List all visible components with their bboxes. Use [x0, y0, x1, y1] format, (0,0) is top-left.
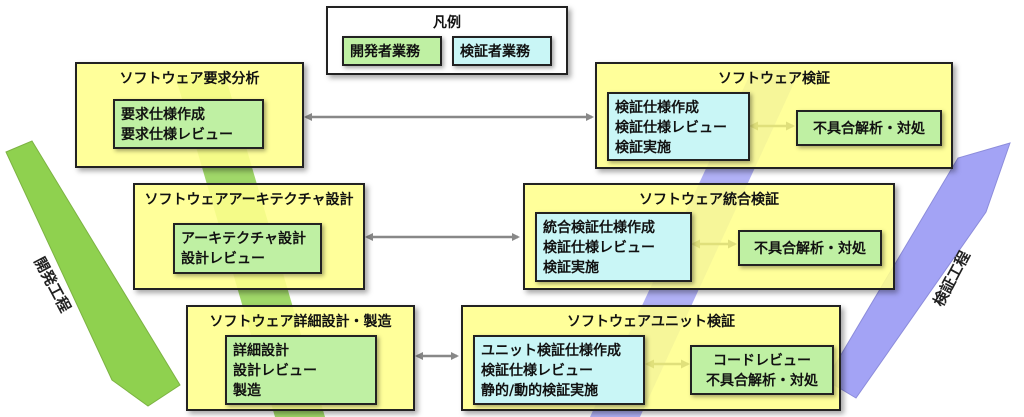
- stage-architecture-title: ソフトウェアアーキテクチャ設計: [144, 192, 354, 208]
- stage-unit-verification: ソフトウェアユニット検証 ユニット検証仕様作成 検証仕様レビュー 静的/動的検証…: [461, 305, 841, 411]
- code-review-label: コードレビュー: [713, 353, 811, 369]
- unit-defect: コードレビュー 不具合解析・対処: [690, 345, 834, 395]
- defect-label: 不具合解析・対処: [706, 373, 818, 389]
- stage-detailed-design-title: ソフトウェア詳細設計・製造: [209, 314, 392, 330]
- task-item: 検証仕様レビュー: [615, 120, 727, 136]
- legend: 凡例 開発者業務 検証者業務: [326, 6, 568, 75]
- task-item: 静的/動的検証実施: [481, 383, 599, 399]
- detailed-design-tasks: 詳細設計 設計レビュー 製造: [225, 335, 377, 405]
- stage-architecture: ソフトウェアアーキテクチャ設計 アーキテクチャ設計 設計レビュー: [133, 183, 365, 290]
- stage-integration-verification: ソフトウェア統合検証 統合検証仕様作成 検証仕様レビュー 検証実施 不具合解析・…: [523, 183, 895, 290]
- task-item: 統合検証仕様作成: [543, 220, 655, 236]
- stage-requirements: ソフトウェア要求分析 要求仕様作成 要求仕様レビュー: [75, 62, 304, 168]
- task-item: 検証実施: [543, 260, 599, 276]
- stage-detailed-design: ソフトウェア詳細設計・製造 詳細設計 設計レビュー 製造: [186, 305, 415, 411]
- task-item: 検証実施: [615, 140, 671, 156]
- requirements-tasks: 要求仕様作成 要求仕様レビュー: [113, 99, 264, 149]
- task-item: 要求仕様作成: [121, 107, 205, 123]
- integration-defect: 不具合解析・対処: [738, 230, 882, 266]
- legend-ver-label: 検証者業務: [460, 44, 530, 60]
- integration-tasks: 統合検証仕様作成 検証仕様レビュー 検証実施: [535, 212, 692, 282]
- legend-dev-item: 開発者業務: [342, 36, 442, 66]
- stage-sw-verification: ソフトウェア検証 検証仕様作成 検証仕様レビュー 検証実施 不具合解析・対処: [595, 62, 953, 169]
- unit-tasks: ユニット検証仕様作成 検証仕様レビュー 静的/動的検証実施: [473, 335, 645, 405]
- legend-ver-item: 検証者業務: [452, 36, 552, 66]
- task-item: 設計レビュー: [181, 251, 265, 267]
- task-item: 設計レビュー: [233, 363, 317, 379]
- architecture-tasks: アーキテクチャ設計 設計レビュー: [173, 223, 322, 274]
- dev-process-arrow: [5, 140, 181, 407]
- task-item: 検証仕様レビュー: [543, 240, 655, 256]
- ver-process-arrow: [825, 142, 1011, 399]
- task-item: 詳細設計: [233, 343, 289, 359]
- stage-integration-title: ソフトウェア統合検証: [639, 192, 779, 208]
- legend-dev-label: 開発者業務: [350, 44, 420, 60]
- defect-label: 不具合解析・対処: [754, 241, 866, 257]
- task-item: 検証仕様作成: [615, 100, 699, 116]
- task-item: アーキテクチャ設計: [181, 231, 307, 247]
- task-item: ユニット検証仕様作成: [481, 343, 621, 359]
- defect-label: 不具合解析・対処: [813, 121, 925, 137]
- sw-verification-defect: 不具合解析・対処: [796, 110, 942, 146]
- task-item: 検証仕様レビュー: [481, 363, 593, 379]
- legend-title: 凡例: [433, 15, 461, 31]
- task-item: 製造: [233, 383, 261, 399]
- sw-verification-tasks: 検証仕様作成 検証仕様レビュー 検証実施: [607, 92, 750, 161]
- stage-requirements-title: ソフトウェア要求分析: [119, 71, 260, 87]
- task-item: 要求仕様レビュー: [121, 127, 233, 143]
- stage-unit-title: ソフトウェアユニット検証: [567, 314, 735, 330]
- stage-sw-verification-title: ソフトウェア検証: [718, 71, 830, 87]
